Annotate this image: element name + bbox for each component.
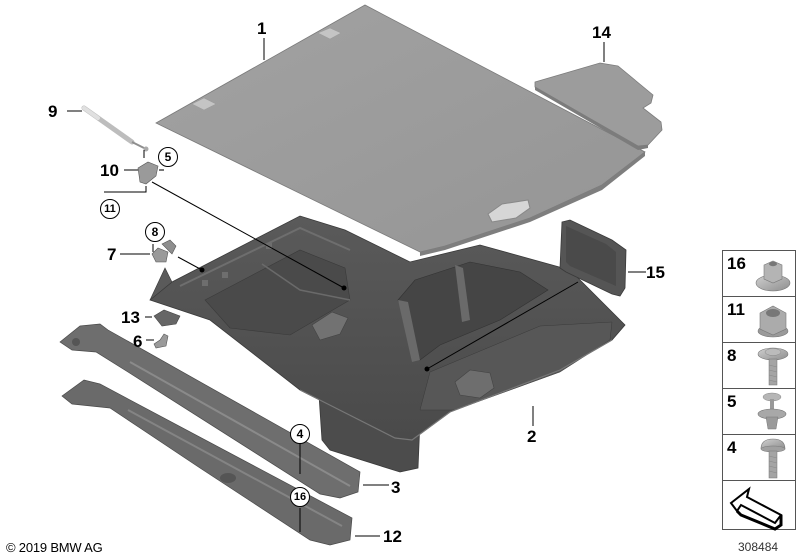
legend-label: 16	[727, 254, 746, 273]
legend-label: 5	[727, 392, 737, 411]
legend-label: 4	[727, 438, 737, 457]
floor-cover-panel	[155, 4, 646, 256]
callout-4-circled[interactable]: 4	[290, 424, 310, 444]
copyright-text: © 2019 BMW AG	[6, 540, 103, 555]
callout-13[interactable]: 13	[121, 308, 140, 327]
hex-nut-icon	[757, 305, 789, 338]
legend-item-8[interactable]: 8	[722, 342, 796, 388]
mounting-cup	[153, 309, 181, 327]
lower-rail-trim	[61, 379, 353, 546]
callout-14[interactable]: 14	[592, 23, 611, 42]
leader-dot	[424, 366, 430, 372]
legend-item-11[interactable]: 11	[722, 296, 796, 342]
legend-item-4[interactable]: 4	[722, 434, 796, 480]
storage-tray	[149, 215, 626, 473]
bracket-clip	[153, 333, 169, 349]
collar-screw-icon	[757, 347, 789, 386]
legend-label: 11	[727, 300, 745, 319]
end-cap-pad	[559, 219, 627, 297]
upper-rail-trim	[59, 323, 361, 499]
legend-item-direction	[722, 480, 796, 531]
direction-arrow-icon	[729, 486, 783, 531]
legend-label: 8	[727, 346, 737, 365]
diagram-number: 308484	[738, 540, 779, 554]
callout-5-circled[interactable]: 5	[158, 147, 178, 167]
expanding-rivet-icon	[757, 392, 787, 430]
callout-7[interactable]: 7	[107, 245, 117, 264]
hardware-legend: 16 11 8 5	[722, 250, 796, 531]
hinge-bracket	[151, 239, 177, 263]
callout-15[interactable]: 15	[646, 263, 665, 282]
callout-1[interactable]: 1	[257, 19, 267, 38]
callout-3[interactable]: 3	[391, 478, 401, 497]
callout-2[interactable]: 2	[527, 427, 537, 446]
callout-6[interactable]: 6	[133, 332, 143, 351]
legend-item-16[interactable]: 16	[722, 250, 796, 296]
side-cover-panel	[534, 62, 663, 150]
flange-nut-icon	[755, 260, 791, 292]
callout-12[interactable]: 12	[383, 527, 402, 546]
strut-mount-bracket	[137, 161, 164, 185]
callout-8-circled[interactable]: 8	[145, 222, 165, 242]
pan-head-screw-icon	[760, 438, 786, 479]
leader-dot	[199, 267, 205, 273]
legend-item-5[interactable]: 5	[722, 388, 796, 434]
callout-9[interactable]: 9	[48, 102, 58, 121]
callout-10[interactable]: 10	[100, 161, 119, 180]
callout-11-circled[interactable]: 11	[100, 199, 120, 219]
leader-dot	[341, 285, 347, 291]
leader-lines	[67, 38, 646, 537]
gas-spring-strut	[81, 105, 149, 152]
callout-16-circled[interactable]: 16	[290, 487, 310, 507]
